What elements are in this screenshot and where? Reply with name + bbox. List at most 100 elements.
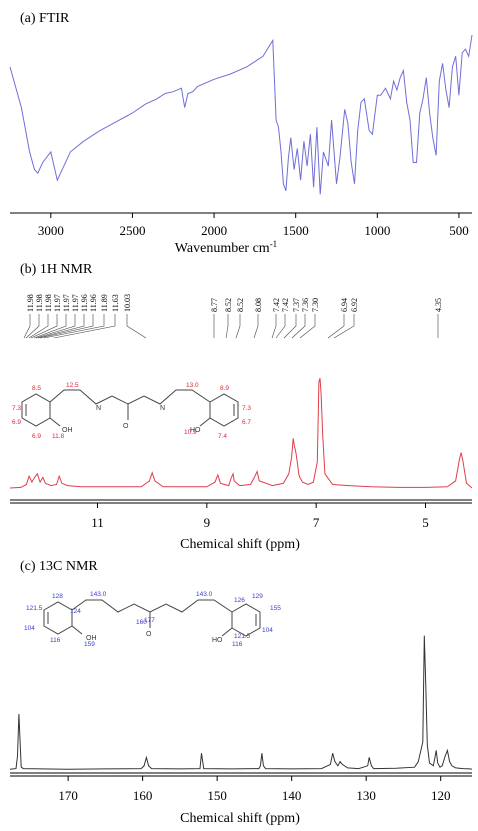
hnmr-spectrum-line <box>9 378 473 489</box>
hnmr-structure-label-0: 8.5 <box>32 385 41 392</box>
ftir-tick-label-0: 3000 <box>38 223 64 238</box>
hnmr-peak-label-22: 4.35 <box>434 298 443 312</box>
hnmr-peak-leaders <box>23 314 439 339</box>
hnmr-atom-oh-left: OH <box>62 427 73 434</box>
cnmr-structure-label-1: 124 <box>70 608 81 615</box>
hnmr-peak-label-7: 11.96 <box>89 294 98 312</box>
hnmr-peak-label-1: 11.98 <box>35 294 44 312</box>
cnmr-structure-label-12: 121.5 <box>234 633 251 640</box>
cnmr-structure-label-4: 104 <box>24 625 35 632</box>
hnmr-peak-label-11: 8.77 <box>210 298 219 312</box>
hnmr-x-axis-label: Chemical shift (ppm) <box>180 537 300 552</box>
ftir-tick-label-4: 1000 <box>364 223 390 238</box>
hnmr-peak-leader-16 <box>275 314 286 339</box>
hnmr-peak-label-6: 11.96 <box>80 294 89 312</box>
ftir-tick-label-3: 1500 <box>283 223 309 238</box>
hnmr-peak-leader-3 <box>30 314 58 339</box>
hnmr-atom-n1: N <box>96 405 101 412</box>
cnmr-structure-label-13: 104 <box>262 627 273 634</box>
hnmr-peak-leader-8 <box>43 314 105 339</box>
cnmr-tick-label-1: 160 <box>133 788 153 803</box>
cnmr-structure-label-10: 129 <box>252 593 263 600</box>
cnmr-structure-label-11: 155 <box>270 605 281 612</box>
cnmr-structure-label-2: 121.5 <box>26 605 43 612</box>
hnmr-peak-leader-6 <box>37 314 85 339</box>
hnmr-peak-leader-9 <box>53 314 116 339</box>
hnmr-peak-leader-17 <box>283 314 297 339</box>
hnmr-structure-label-9: 10.9 <box>184 429 197 436</box>
hnmr-peak-leader-4 <box>33 314 67 339</box>
cnmr-atom-ho-right: HO <box>212 637 223 644</box>
ftir-title: (a) FTIR <box>20 11 70 26</box>
hnmr-peak-leader-21 <box>333 314 355 339</box>
cnmr-title: (c) 13C NMR <box>20 559 98 574</box>
cnmr-structure-atoms: OH HO O <box>86 631 223 644</box>
hnmr-peak-label-0: 11.98 <box>26 294 35 312</box>
hnmr-peak-label-20: 6.94 <box>340 298 349 312</box>
hnmr-peak-label-4: 11.97 <box>62 294 71 312</box>
hnmr-tick-label-0: 11 <box>91 515 104 530</box>
hnmr-structure <box>21 389 239 427</box>
hnmr-peak-label-13: 8.52 <box>236 298 245 312</box>
hnmr-structure-label-11: 7.4 <box>218 433 227 440</box>
cnmr-chain <box>71 599 233 613</box>
cnmr-spectrum-line <box>9 635 473 770</box>
ftir-tick-label-2: 2000 <box>201 223 227 238</box>
hnmr-peak-label-9: 11.63 <box>111 294 120 312</box>
hnmr-peak-leader-10 <box>126 314 147 339</box>
hnmr-peak-leader-7 <box>39 314 94 339</box>
hnmr-structure-label-2: 7.3 <box>12 405 21 412</box>
cnmr-x-axis-label: Chemical shift (ppm) <box>180 811 300 826</box>
cnmr-structure-label-9: 126 <box>234 597 245 604</box>
hnmr-peak-label-5: 11.97 <box>71 294 80 312</box>
cnmr-structure-label-7: 177 <box>144 617 155 624</box>
hnmr-oh-right-bond <box>199 417 211 427</box>
hnmr-peak-leader-2 <box>28 314 49 339</box>
hnmr-peak-label-17: 7.37 <box>292 298 301 312</box>
hnmr-structure-label-10: 6.7 <box>242 419 251 426</box>
hnmr-oh-left-bond <box>49 417 61 427</box>
hnmr-structure-label-7: 8.9 <box>220 385 229 392</box>
hnmr-atom-o: O <box>123 423 129 430</box>
cnmr-structure-labels: 128124121.5143.0104116159177143.01261291… <box>24 591 281 648</box>
cnmr-structure-label-0: 128 <box>52 593 63 600</box>
hnmr-peak-leader-5 <box>35 314 76 339</box>
cnmr-panel: (c) 13C NMR 128 124 121.5 143.0 104 116 159 177… <box>9 559 473 826</box>
hnmr-peak-label-21: 6.92 <box>350 298 359 312</box>
hnmr-peak-label-12: 8.52 <box>224 298 233 312</box>
hnmr-peak-label-3: 11.97 <box>53 294 62 312</box>
hnmr-atom-n2: N <box>160 405 165 412</box>
hnmr-tick-label-2: 7 <box>313 515 320 530</box>
hnmr-peak-label-14: 8.08 <box>254 298 263 312</box>
hnmr-peak-label-8: 11.89 <box>100 294 109 312</box>
hnmr-peak-leader-12 <box>225 314 229 339</box>
cnmr-structure-label-5: 116 <box>50 637 61 644</box>
cnmr-structure-label-14: 116 <box>232 641 243 648</box>
cnmr-atom-o: O <box>146 631 152 638</box>
hnmr-peak-leader-0 <box>23 314 31 339</box>
cnmr-structure-label-8: 143.0 <box>196 591 213 598</box>
hnmr-peak-leader-14 <box>253 314 259 339</box>
cnmr-structure <box>43 599 261 637</box>
hnmr-structure-label-8: 7.3 <box>242 405 251 412</box>
hnmr-peak-label-2: 11.98 <box>44 294 53 312</box>
cnmr-structure-label-6: 159 <box>84 641 95 648</box>
cnmr-atom-oh-left: OH <box>86 635 97 642</box>
hnmr-structure-label-4: 6.9 <box>32 433 41 440</box>
hnmr-peak-leader-19 <box>299 314 316 339</box>
ftir-x-axis-label: Wavenumber cm-1 <box>175 239 277 256</box>
cnmr-tick-label-0: 170 <box>58 788 78 803</box>
ftir-spectrum-line <box>9 35 473 195</box>
hnmr-peak-label-18: 7.36 <box>301 298 310 312</box>
hnmr-chain <box>49 389 211 405</box>
cnmr-tick-label-2: 150 <box>207 788 227 803</box>
hnmr-peak-label-10: 10.03 <box>123 294 132 312</box>
hnmr-structure-label-1: 12.5 <box>66 382 79 389</box>
